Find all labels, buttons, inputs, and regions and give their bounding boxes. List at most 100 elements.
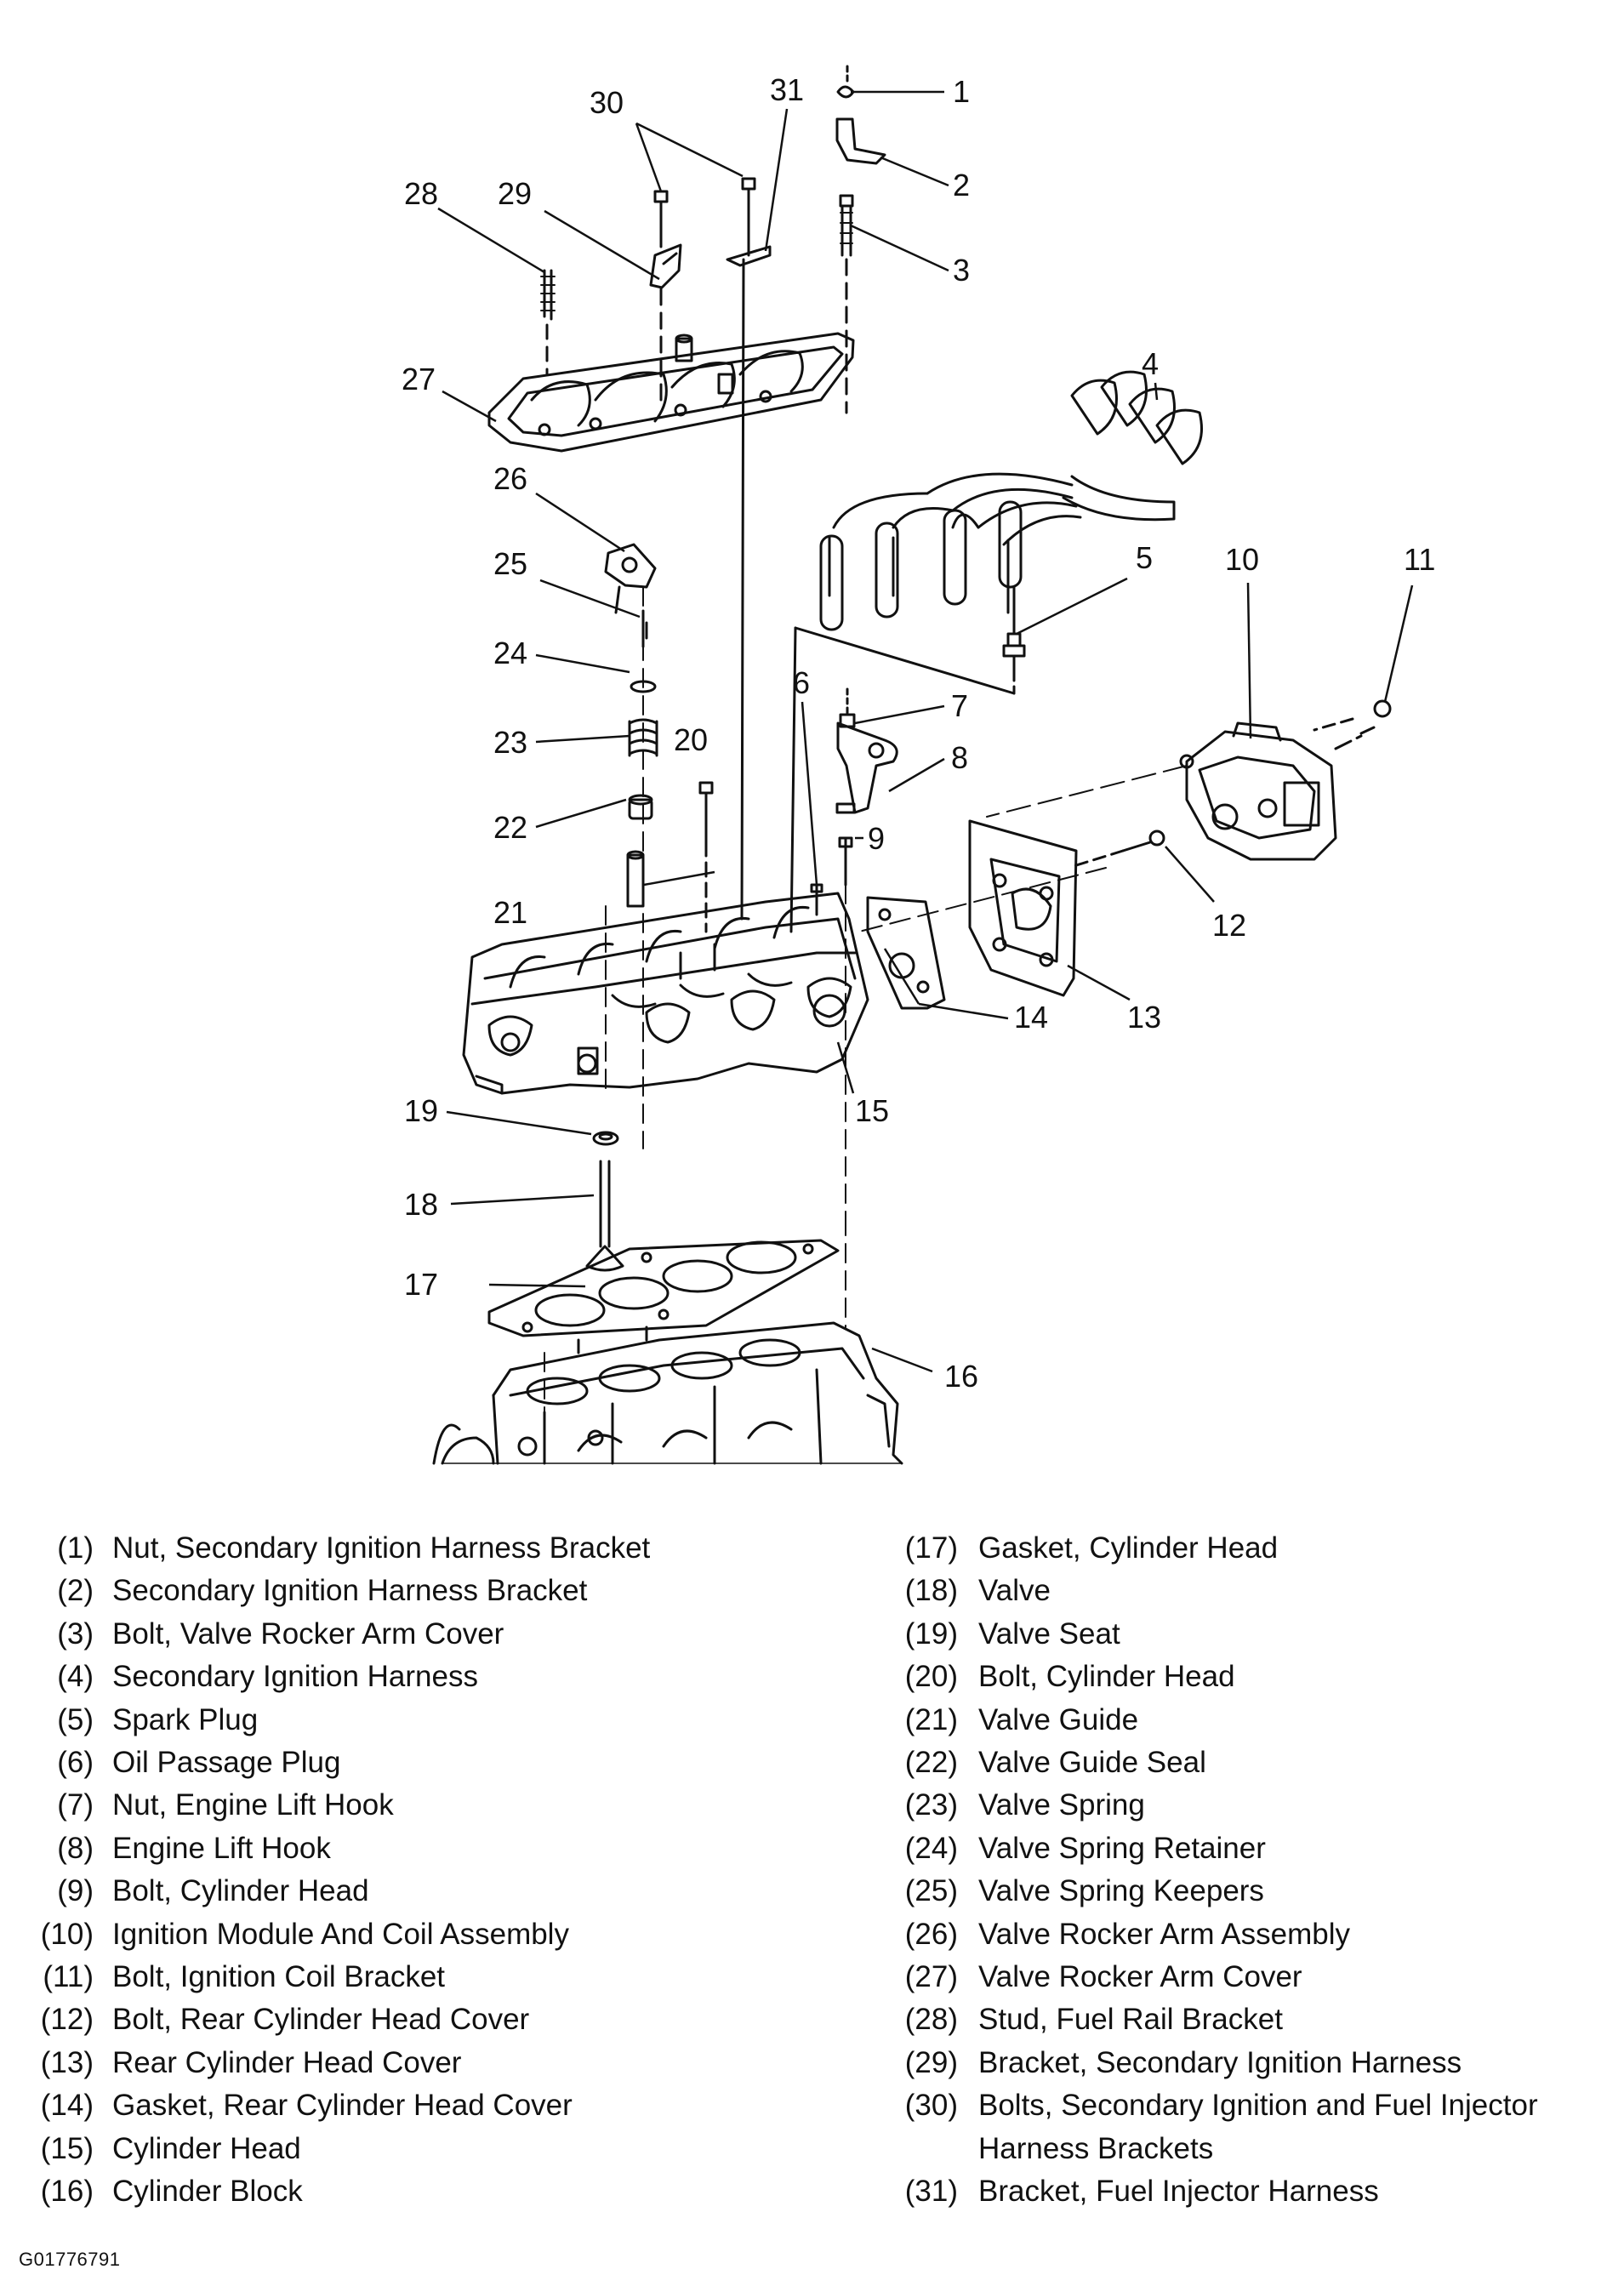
- legend-number: (8): [57, 1831, 94, 1865]
- valve-guide-seal: [628, 794, 653, 820]
- legend-item-6: (6) Oil Passage Plug: [19, 1742, 835, 1784]
- bracket-secondary-ignition-harness: [649, 243, 682, 289]
- legend-item-8: (8) Engine Lift Hook: [19, 1827, 835, 1870]
- legend-right-column: (17)Gasket, Cylinder Head (18) Valve (19)…: [885, 1527, 1616, 2214]
- callout-17: 17: [404, 1267, 438, 1302]
- callout-26: 26: [493, 461, 527, 496]
- legend-text: Bolt, Rear Cylinder Head Cover: [112, 2003, 530, 2037]
- legend-item-27: (27) Valve Rocker Arm Cover: [885, 1956, 1616, 1998]
- callout-16: 16: [944, 1359, 978, 1394]
- secondary-ignition-harness-bracket-parts: [835, 65, 886, 414]
- legend-item-9: (9)Bolt, Cylinder Head: [19, 1870, 835, 1913]
- cylinder-head: [462, 892, 869, 1095]
- callout-14: 14: [1014, 1000, 1048, 1035]
- legend-text: Gasket, Cylinder Head: [978, 1531, 1279, 1565]
- callout-numbers: 1 2 3 4 5 6 7 8 9 10 11 12 13 14 15 16 1…: [402, 72, 1435, 1394]
- bolts-harness-brackets: [653, 177, 772, 921]
- callout-30: 30: [590, 85, 624, 120]
- legend-number: (27): [904, 1960, 958, 1994]
- legend-item-10: (10)Ignition Module And Coil Assembly: [19, 1913, 835, 1956]
- valve: [585, 1160, 624, 1272]
- legend-text: Bolt, Valve Rocker Arm Cover: [112, 1616, 504, 1651]
- legend-text: Valve: [978, 1574, 1051, 1608]
- exploded-view-diagram: 1 2 3 4 5 6 7 8 9 10 11 12 13 14 15 16 1…: [402, 65, 1435, 1465]
- legend-text: Gasket, Rear Cylinder Head Cover: [112, 2089, 573, 2123]
- legend-text: Bracket, Secondary Ignition Harness: [978, 2045, 1462, 2079]
- legend-number: (1): [57, 1531, 94, 1565]
- valve-rocker-arm-cover: [487, 332, 855, 453]
- gasket-rear-cylinder-head-cover: [866, 896, 946, 1010]
- legend-text: Engine Lift Hook: [112, 1831, 331, 1865]
- legend-text: Secondary Ignition Harness: [112, 1660, 478, 1694]
- rear-cylinder-head-cover: [968, 819, 1078, 997]
- legend-number: (18): [904, 1574, 958, 1608]
- gasket-cylinder-head: [487, 1239, 840, 1337]
- legend-number: (30): [904, 2089, 958, 2123]
- legend-number: (26): [904, 1917, 958, 1951]
- legend-text: Bracket, Fuel Injector Harness: [978, 2175, 1379, 2209]
- legend-text: Cylinder Block: [112, 2175, 303, 2209]
- legend-number: (21): [904, 1702, 958, 1736]
- legend-number: (4): [57, 1660, 94, 1694]
- callout-2: 2: [953, 168, 970, 202]
- callout-19: 19: [404, 1093, 438, 1128]
- legend-item-7: (7)Nut, Engine Lift Hook: [19, 1784, 835, 1827]
- callout-31: 31: [770, 72, 804, 107]
- legend-text: Valve Spring Keepers: [978, 1874, 1264, 1908]
- bolt-cylinder-head-20: [698, 781, 714, 933]
- callout-5: 5: [1136, 540, 1153, 575]
- legend-number: (14): [40, 2089, 94, 2123]
- callout-18: 18: [404, 1187, 438, 1222]
- legend-text: Spark Plug: [112, 1702, 259, 1736]
- legend-text: Valve Rocker Arm Assembly: [978, 1917, 1350, 1951]
- leader-lines: [437, 90, 1414, 1373]
- legend-number: (6): [57, 1746, 94, 1780]
- valve-centerline: [605, 586, 644, 1149]
- legend-item-1: (1)Nut, Secondary Ignition Harness Brack…: [19, 1527, 835, 1570]
- legend-number: (31): [904, 2175, 958, 2209]
- legend-text: Rear Cylinder Head Cover: [112, 2045, 462, 2079]
- legend-item-16: (16)Cylinder Block: [19, 2170, 835, 2213]
- callout-6: 6: [793, 665, 810, 700]
- legend-number: (13): [40, 2045, 94, 2079]
- legend-item-21: (21)Valve Guide: [885, 1699, 1616, 1742]
- legend-item-26: (26) Valve Rocker Arm Assembly: [885, 1913, 1616, 1956]
- figure-id: G01776791: [19, 2249, 121, 2270]
- callout-3: 3: [953, 253, 970, 288]
- legend-number: (2): [57, 1574, 94, 1608]
- legend-text: Cylinder Head: [112, 2131, 301, 2165]
- legend-item-18: (18) Valve: [885, 1570, 1616, 1612]
- legend-number: (11): [43, 1960, 94, 1994]
- legend-item-5: (5)Spark Plug: [19, 1699, 835, 1742]
- legend-number: (20): [904, 1660, 958, 1694]
- legend-number: (25): [904, 1874, 958, 1908]
- callout-13: 13: [1127, 1000, 1161, 1035]
- legend-item-24: (24)Valve Spring Retainer: [885, 1827, 1616, 1870]
- legend-text: Stud, Fuel Rail Bracket: [978, 2003, 1283, 2037]
- legend-item-28: (28)Stud, Fuel Rail Bracket: [885, 1998, 1616, 2041]
- legend-text: Oil Passage Plug: [112, 1746, 341, 1780]
- legend-text: Valve Guide Seal: [978, 1746, 1206, 1780]
- legend-number: (19): [904, 1616, 958, 1651]
- legend-number: (15): [40, 2131, 94, 2165]
- legend-text: Valve Rocker Arm Cover: [978, 1960, 1302, 1994]
- legend-item-17: (17)Gasket, Cylinder Head: [885, 1527, 1616, 1570]
- legend-text: Bolt, Cylinder Head: [112, 1874, 369, 1908]
- callout-12: 12: [1212, 908, 1246, 943]
- legend-item-22: (22)Valve Guide Seal: [885, 1742, 1616, 1784]
- legend-item-20: (20)Bolt, Cylinder Head: [885, 1656, 1616, 1698]
- callout-27: 27: [402, 362, 436, 396]
- secondary-ignition-harness: [819, 370, 1203, 631]
- legend-text: Secondary Ignition Harness Bracket: [112, 1574, 588, 1608]
- bolt-ignition-coil-bracket: [1313, 699, 1392, 735]
- callout-9: 9: [868, 821, 885, 856]
- legend-item-19: (19) Valve Seat: [885, 1613, 1616, 1656]
- callout-24: 24: [493, 636, 527, 670]
- legend-item-4: (4) Secondary Ignition Harness: [19, 1656, 835, 1698]
- callout-25: 25: [493, 546, 527, 581]
- cover-alignment-line: [858, 867, 1107, 932]
- legend-text: Valve Seat: [978, 1616, 1120, 1651]
- callout-7: 7: [951, 688, 968, 723]
- callout-11: 11: [1404, 542, 1435, 577]
- legend-item-2: (2) Secondary Ignition Harness Bracket: [19, 1570, 835, 1612]
